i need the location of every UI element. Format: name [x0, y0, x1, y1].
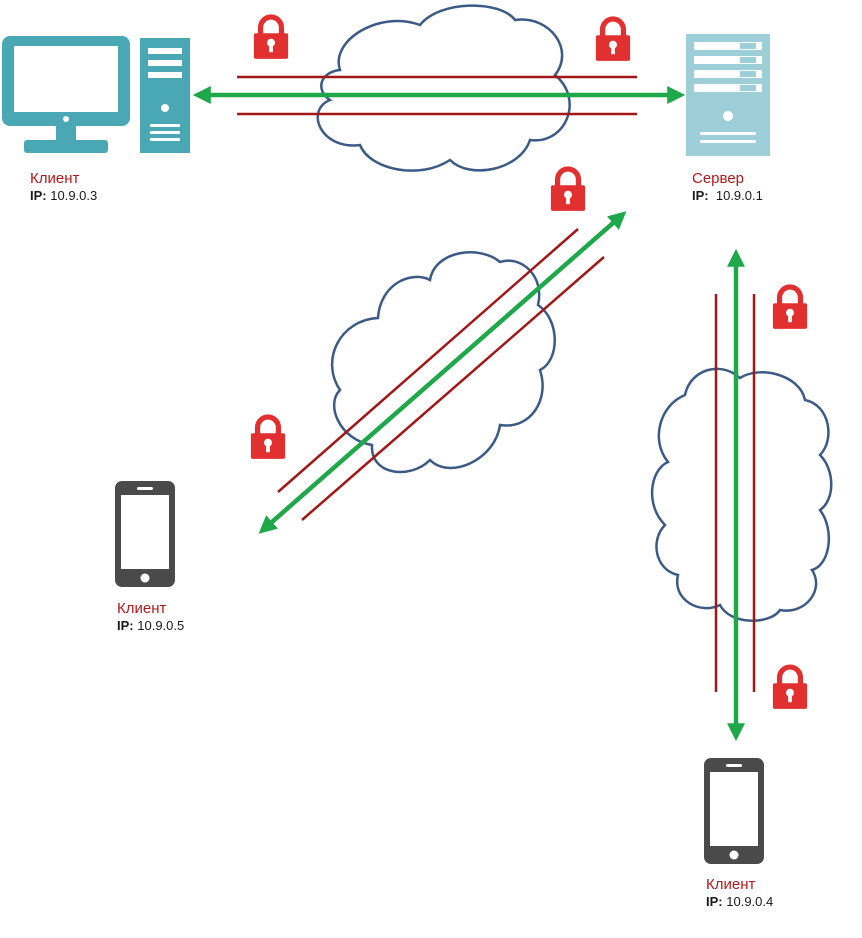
cloud-icon: [316, 4, 571, 172]
server-icon: [686, 34, 770, 156]
smartphone-icon: [704, 758, 764, 864]
lock-icon: [773, 667, 807, 709]
connection-arrow-server-phone-left: [258, 211, 627, 534]
server-name: Сервер: [692, 170, 745, 187]
phone-bottom-label: Клиент IP: 10.9.0.4: [706, 876, 773, 910]
tunnel-server-phone-bottom: [714, 294, 756, 692]
pc-client-label: Клиент IP: 10.9.0.3: [30, 170, 97, 204]
lock-icon: [551, 169, 585, 211]
ip-prefix: IP:: [706, 894, 723, 909]
client-name: Клиент: [117, 600, 167, 617]
lock-icon: [596, 19, 630, 61]
lock-icon: [251, 417, 285, 459]
server-ip: 10.9.0.1: [715, 188, 763, 203]
client-ip: 10.9.0.5: [137, 618, 185, 633]
lock-icon: [254, 17, 288, 59]
client-name: Клиент: [30, 170, 80, 187]
cloud-icon: [650, 367, 833, 622]
phone-left-label: Клиент IP: 10.9.0.5: [117, 600, 184, 634]
ip-prefix: IP:: [692, 188, 709, 203]
lock-icon: [773, 287, 807, 329]
client-name: Клиент: [706, 876, 756, 893]
smartphone-icon: [115, 481, 175, 587]
server-label: Сервер IP: 10.9.0.1: [692, 170, 763, 204]
client-ip: 10.9.0.4: [726, 894, 774, 909]
client-ip: 10.9.0.3: [50, 188, 98, 203]
ip-prefix: IP:: [117, 618, 134, 633]
desktop-computer-icon: [2, 36, 190, 153]
tunnel-pc-server: [237, 75, 637, 116]
ip-prefix: IP:: [30, 188, 47, 203]
